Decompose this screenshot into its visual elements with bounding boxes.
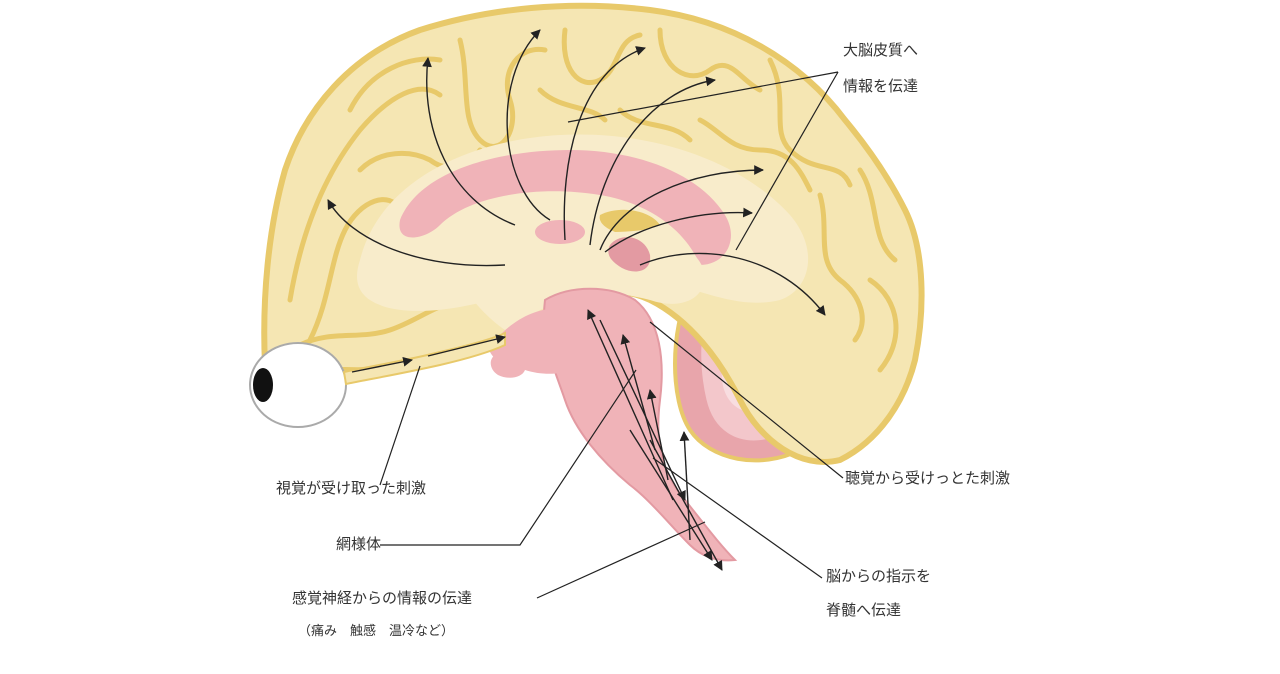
cortex-label-line2: 情報を伝達 [843,76,918,96]
leader-visual [380,366,420,485]
reticular-formation-label: 網様体 [336,534,381,554]
brain-command-label-line2: 脊髄へ伝達 [826,600,901,620]
leader-sensory [537,522,705,598]
auditory-stimulus-label: 聴覚から受けっとた刺激 [845,468,1010,488]
visual-stimulus-label: 視覚が受け取った刺激 [276,478,426,498]
brain-command-label-line1: 脳からの指示を [826,566,931,586]
sensory-nerve-label-line2: （痛み 触感 温冷など） [298,622,454,642]
cortex-label-line1: 大脳皮質へ [843,40,918,60]
thalamus [535,220,585,244]
sensory-nerve-label-line1: 感覚神経からの情報の伝達 [292,588,472,608]
